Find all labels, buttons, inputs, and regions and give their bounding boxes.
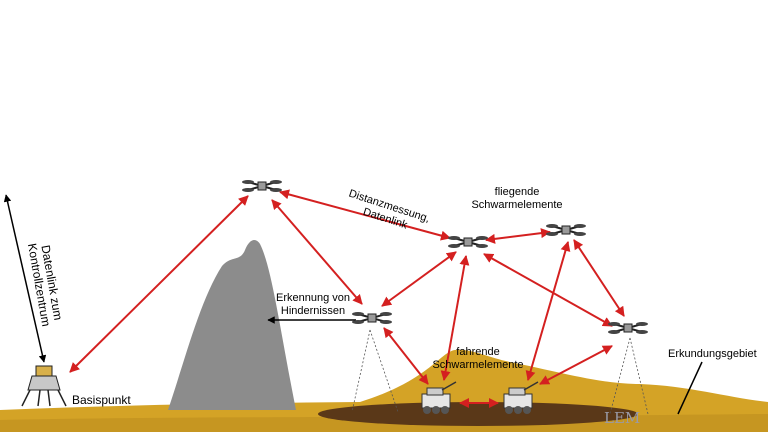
crater xyxy=(318,402,638,426)
flying-swarm-label: fliegende Schwarmelemente xyxy=(471,186,563,211)
obstacle-detection-label: Erkennung von Hindernissen xyxy=(276,292,350,317)
drone-icon xyxy=(545,223,587,237)
drone-icon xyxy=(607,321,649,335)
communication-links xyxy=(69,189,625,408)
mountain xyxy=(168,240,296,410)
drone-icon xyxy=(351,311,393,325)
drone-icon xyxy=(241,179,283,193)
control-datalink-arrow xyxy=(3,194,47,363)
sensor-cones xyxy=(351,329,649,415)
drone-icon xyxy=(447,235,489,249)
exploration-area-label: Erkundungsgebiet xyxy=(668,348,757,360)
base-point-label: Basispunkt xyxy=(72,393,131,407)
lem-label: LEM xyxy=(604,409,641,427)
lunar-lander-icon xyxy=(21,365,67,407)
driving-swarm-label: fahrende Schwarmelemente xyxy=(432,346,524,371)
exploration-area-pointer xyxy=(677,361,703,415)
